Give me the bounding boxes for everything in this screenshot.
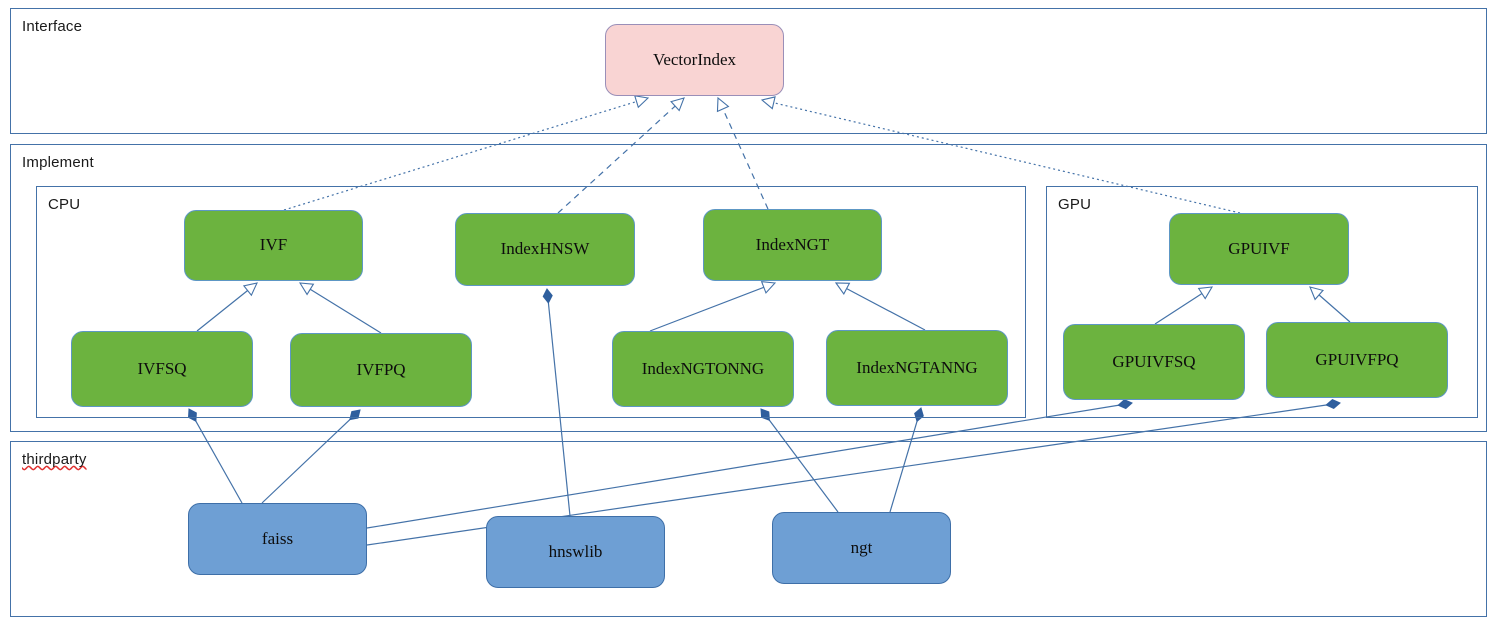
container-label-interface: Interface: [22, 18, 83, 35]
node-label: IndexNGT: [755, 234, 830, 254]
node-ivfpq[interactable]: IVFPQ: [290, 333, 472, 407]
node-label: VectorIndex: [652, 49, 737, 69]
node-label: ngt: [850, 537, 873, 557]
node-gpuivfpq[interactable]: GPUIVFPQ: [1266, 322, 1448, 398]
node-label: hnswlib: [548, 541, 603, 561]
node-indexngt[interactable]: IndexNGT: [703, 209, 882, 281]
node-label: IVFSQ: [137, 358, 187, 378]
container-interface: [10, 8, 1487, 134]
node-gpuivfsq[interactable]: GPUIVFSQ: [1063, 324, 1245, 400]
node-vectorindex[interactable]: VectorIndex: [605, 24, 784, 96]
node-faiss[interactable]: faiss: [188, 503, 367, 575]
node-ivfsq[interactable]: IVFSQ: [71, 331, 253, 407]
node-label: faiss: [261, 528, 294, 548]
container-label-gpu: GPU: [1058, 196, 1092, 213]
node-ivf[interactable]: IVF: [184, 210, 363, 281]
node-label: IndexNGTONNG: [641, 358, 765, 378]
container-label-cpu: CPU: [48, 196, 81, 213]
container-thirdparty: [10, 441, 1487, 617]
node-gpuivf[interactable]: GPUIVF: [1169, 213, 1349, 285]
node-label: GPUIVFPQ: [1315, 349, 1399, 369]
node-indexngtanng[interactable]: IndexNGTANNG: [826, 330, 1008, 406]
node-hnswlib[interactable]: hnswlib: [486, 516, 665, 588]
node-label: GPUIVF: [1228, 238, 1290, 258]
node-label: IndexHNSW: [500, 239, 590, 259]
node-label: GPUIVFSQ: [1112, 351, 1196, 371]
node-ngt[interactable]: ngt: [772, 512, 951, 584]
container-label-implement: Implement: [22, 154, 94, 171]
container-cpu: [36, 186, 1026, 418]
container-implement: [10, 144, 1487, 432]
node-label: IVFPQ: [356, 359, 406, 379]
container-gpu: [1046, 186, 1478, 418]
container-label-thirdparty: thirdparty: [22, 451, 87, 468]
node-label: IVF: [259, 235, 288, 255]
node-label: IndexNGTANNG: [856, 357, 978, 377]
node-indexhnsw[interactable]: IndexHNSW: [455, 213, 635, 286]
node-indexngtonng[interactable]: IndexNGTONNG: [612, 331, 794, 407]
